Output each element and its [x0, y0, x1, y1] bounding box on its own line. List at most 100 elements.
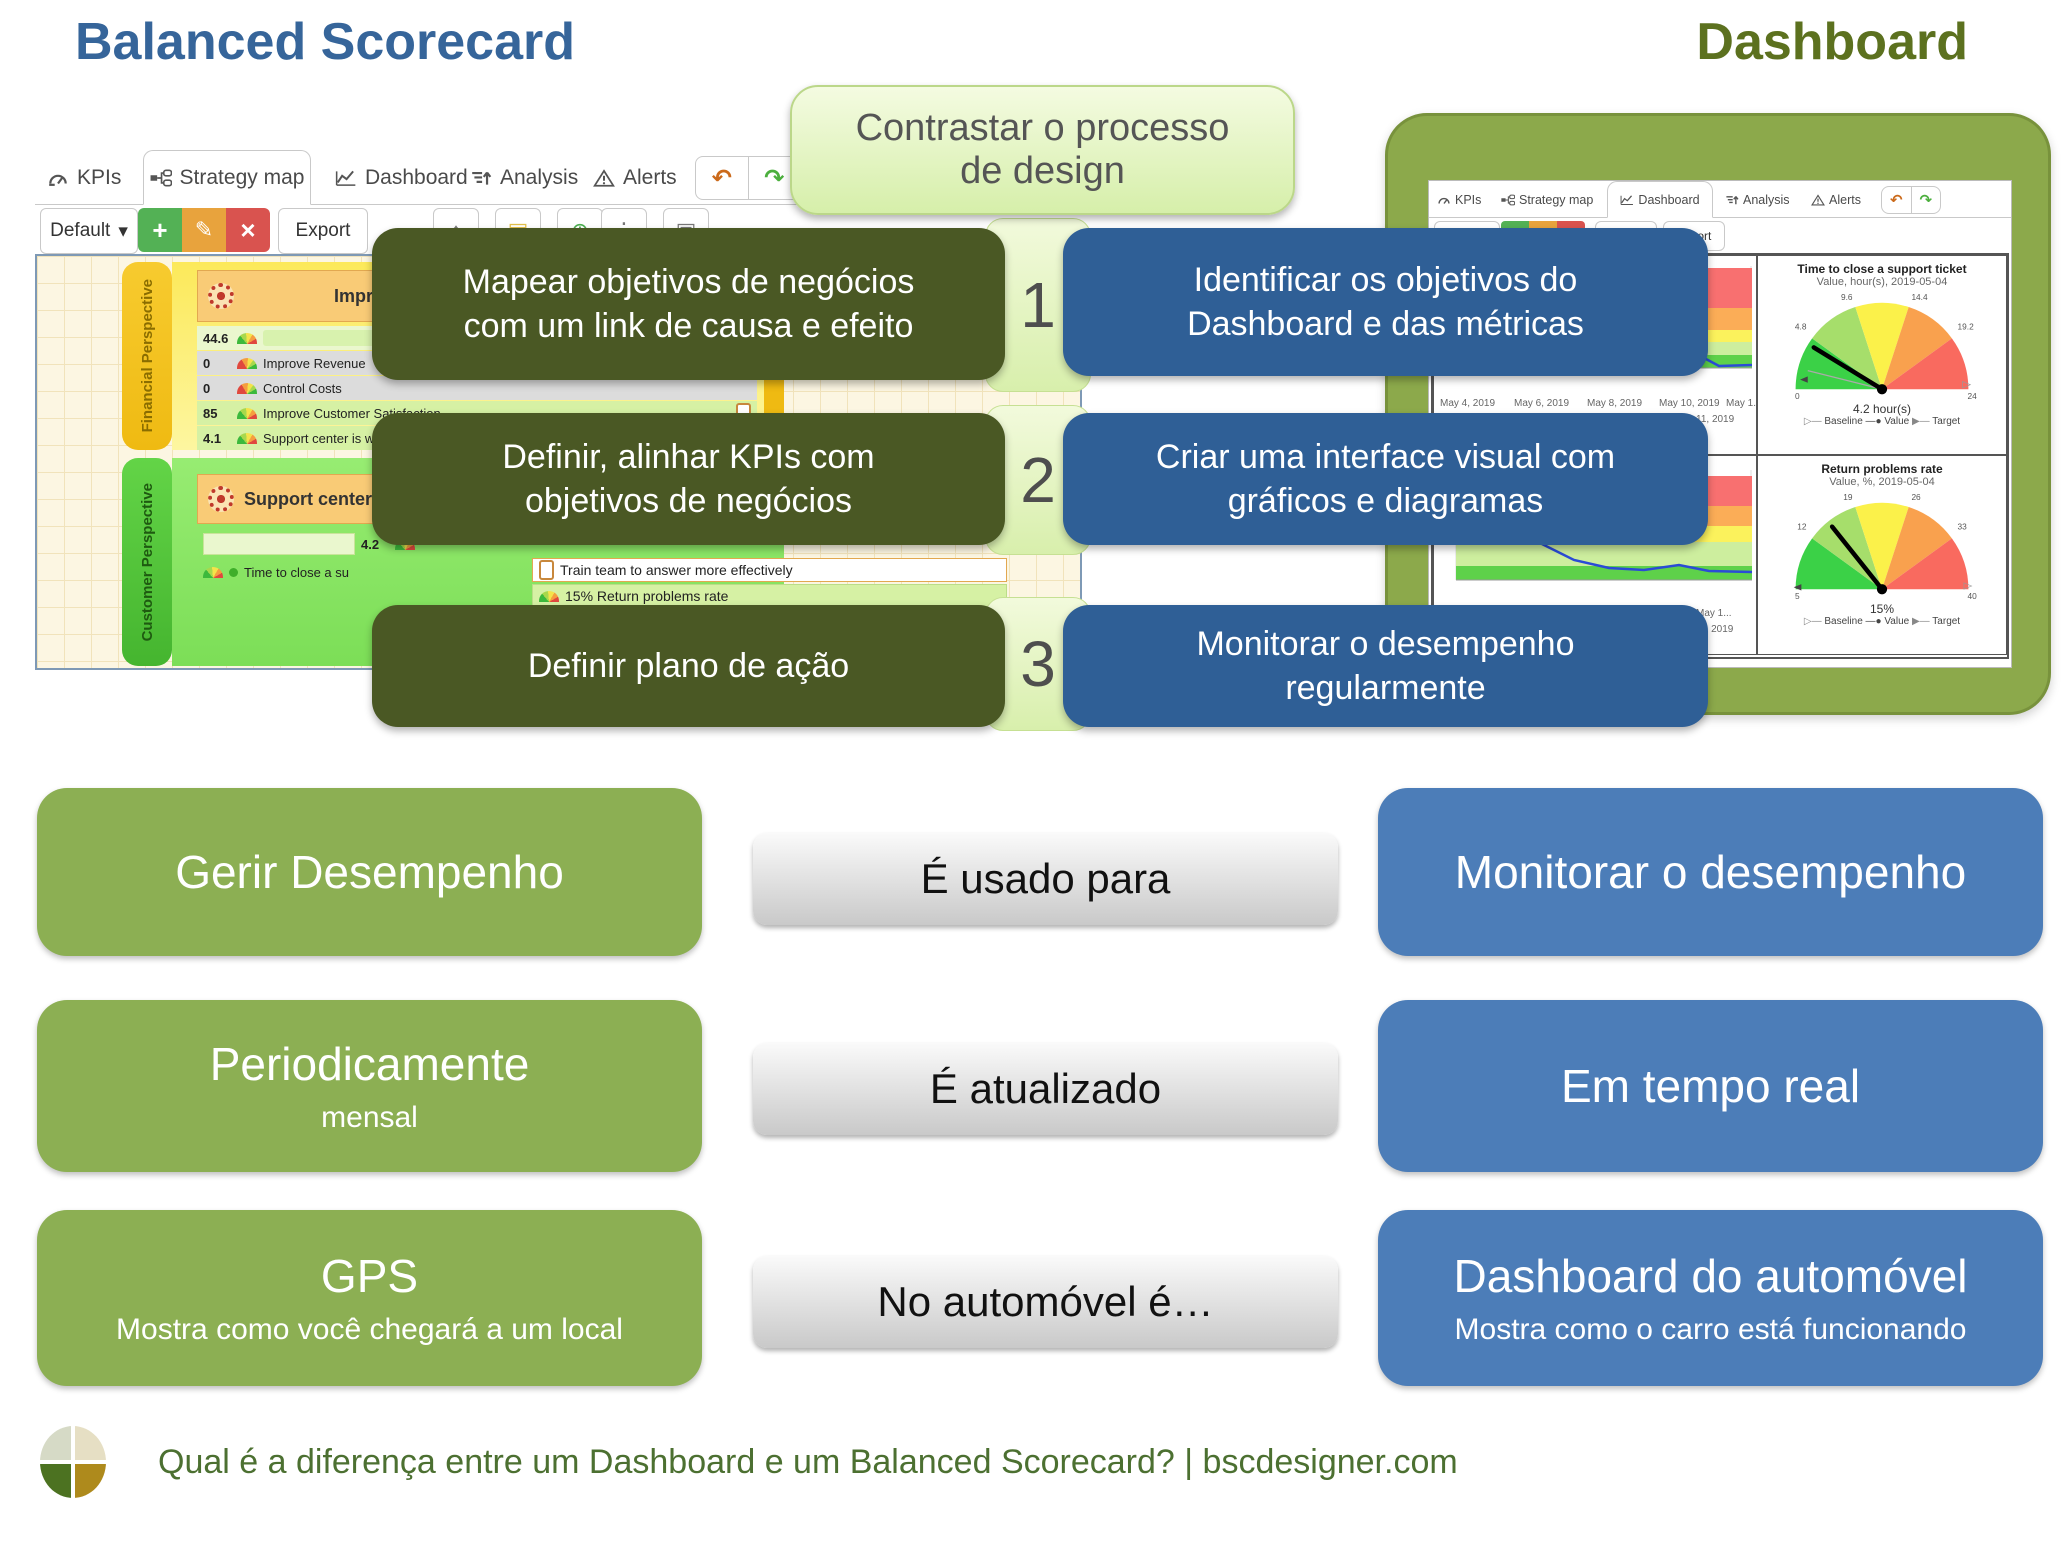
- gauge-needle: [1811, 345, 1885, 392]
- gauge-needle: [1829, 524, 1885, 592]
- add-button[interactable]: +: [138, 208, 182, 252]
- x-tick: May 1...: [1726, 398, 1757, 409]
- tab-alerts[interactable]: Alerts: [1811, 189, 1861, 211]
- step-number: 2: [1020, 444, 1056, 516]
- svg-text:5: 5: [1795, 591, 1800, 601]
- export-button[interactable]: Export: [278, 208, 368, 254]
- baseline-marker-icon: ▷—: [1803, 616, 1822, 627]
- dash-step-1: Identificar os objetivos do Dashboard e …: [1063, 228, 1708, 376]
- gauge-subtitle: Value, %, 2019-05-04: [1829, 476, 1935, 488]
- tab-dashboard[interactable]: Dashboard: [335, 160, 468, 196]
- dash-compare-card: Monitorar o desempenho: [1378, 788, 2043, 956]
- gauge-1-plot: 0 4.8 9.6 14.4 19.2 24: [1795, 292, 1977, 401]
- gauge-legend: ▷— Baseline —● Value ▶— Target: [1803, 416, 1961, 427]
- target-marker-icon: ▶—: [1911, 416, 1930, 427]
- gauge-icon: [49, 174, 67, 186]
- step-number: 3: [1020, 628, 1056, 700]
- process-header-box: Contrastar o processo de design: [790, 85, 1295, 215]
- tab-kpis[interactable]: KPIs: [1437, 189, 1481, 211]
- redo-button[interactable]: ↷: [1919, 192, 1933, 209]
- line-chart-icon: [335, 170, 356, 186]
- svg-text:40: 40: [1967, 591, 1977, 601]
- mini-gauge-icon: [237, 332, 257, 344]
- tab-strategy-map[interactable]: Strategy map: [1501, 189, 1593, 211]
- bsc-tab-bar: KPIs Strategy map Dashboard Analysis Ale…: [35, 150, 1082, 205]
- mini-gauge-icon: [237, 432, 257, 444]
- status-dot: [229, 567, 238, 577]
- target-marker: [1963, 582, 1973, 590]
- edit-button[interactable]: ✎: [182, 208, 226, 252]
- bsc-step-1: Mapear objetivos de negócios com um link…: [372, 228, 1005, 380]
- alert-triangle-icon: [1811, 194, 1825, 206]
- svg-text:33: 33: [1958, 522, 1968, 532]
- strategy-map-icon: [1501, 194, 1515, 206]
- tab-kpis[interactable]: KPIs: [47, 160, 121, 196]
- gauge-title: Time to close a support ticket: [1797, 262, 1967, 276]
- kpi-row[interactable]: 0 Control Costs: [197, 376, 757, 400]
- mini-gauge-icon: [203, 566, 223, 578]
- x-tick: May 6, 2019: [1514, 398, 1570, 409]
- tab-alerts[interactable]: Alerts: [593, 160, 677, 196]
- svg-text:19: 19: [1843, 492, 1853, 502]
- initiative-row[interactable]: Train team to answer more effectively: [532, 558, 1007, 582]
- tab-analysis[interactable]: Analysis: [470, 160, 578, 196]
- svg-text:9.6: 9.6: [1841, 292, 1853, 302]
- undo-button[interactable]: ↶: [1882, 187, 1912, 213]
- tab-analysis[interactable]: Analysis: [1725, 189, 1790, 211]
- gauge-chart-1: Time to close a support ticket Value, ho…: [1757, 255, 2007, 455]
- line-chart-icon: [1620, 194, 1634, 205]
- svg-text:14.4: 14.4: [1911, 292, 1928, 302]
- bscdesigner-logo: [40, 1426, 106, 1498]
- logo-quadrant: [40, 1464, 71, 1498]
- analysis-icon: [1726, 196, 1739, 205]
- svg-text:19.2: 19.2: [1958, 322, 1975, 332]
- logo-quadrant: [40, 1426, 71, 1460]
- bsc-compare-card: GPS Mostra como você chegará a um local: [37, 1210, 702, 1386]
- dash-step-2: Criar uma interface visual com gráficos …: [1063, 413, 1708, 545]
- logo-quadrant: [75, 1426, 106, 1460]
- undo-redo-group: ↶ ↷: [1881, 186, 1941, 214]
- customer-kpi-label-row[interactable]: Time to close a su: [197, 560, 617, 584]
- baseline-marker: [1800, 376, 1808, 383]
- gauge-subtitle: Value, hour(s), 2019-05-04: [1816, 276, 1948, 288]
- tab-strategy-map[interactable]: Strategy map: [143, 150, 311, 205]
- default-dropdown[interactable]: Default▾: [40, 208, 138, 254]
- target-marker-icon: ▶—: [1911, 616, 1930, 627]
- undo-button[interactable]: ↶: [696, 157, 749, 199]
- redo-button[interactable]: ↷: [764, 164, 785, 192]
- gauge-icon: [1438, 197, 1450, 204]
- gear-icon: [208, 486, 234, 512]
- mini-gauge-icon: [237, 407, 257, 419]
- compare-label-card: É atualizado: [753, 1043, 1338, 1135]
- initiative-icon: [539, 560, 554, 580]
- analysis-icon: [472, 171, 492, 185]
- tab-dashboard[interactable]: Dashboard: [1607, 181, 1713, 218]
- step-number: 1: [1020, 269, 1056, 341]
- value-marker-icon: —●: [1865, 416, 1882, 427]
- dash-compare-card: Em tempo real: [1378, 1000, 2043, 1172]
- x-tick: May 1...: [1696, 608, 1732, 619]
- svg-text:4.8: 4.8: [1795, 322, 1807, 332]
- gauge-value: 4.2 hour(s): [1852, 402, 1912, 416]
- delete-button[interactable]: ×: [226, 208, 270, 252]
- svg-text:0: 0: [1795, 391, 1800, 401]
- compare-label-card: É usado para: [753, 833, 1338, 925]
- undo-redo-group: ↶ ↷: [695, 156, 801, 200]
- dash-step-3: Monitorar o desempenho regularmente: [1063, 605, 1708, 727]
- return-kpi-row[interactable]: 15% Return problems rate: [532, 584, 1007, 608]
- mini-gauge-icon: [539, 590, 559, 602]
- customer-perspective-band: Customer Perspective: [122, 458, 172, 666]
- baseline-marker-icon: ▷—: [1803, 416, 1822, 427]
- footer-caption: Qual é a diferença entre um Dashboard e …: [158, 1443, 1458, 1481]
- title-balanced-scorecard: Balanced Scorecard: [75, 13, 576, 71]
- mini-gauge-icon: [237, 382, 257, 394]
- gauge-2-plot: 5 12 19 26 33 40: [1793, 492, 1977, 601]
- mini-gauge-icon: [237, 357, 257, 369]
- svg-text:26: 26: [1911, 492, 1921, 502]
- value-marker-icon: —●: [1865, 616, 1882, 627]
- x-tick-2: 1, 2019: [1700, 624, 1734, 635]
- alert-triangle-icon: [593, 169, 615, 187]
- dash-tab-bar: KPIs Strategy map Dashboard Analysis Ale…: [1429, 181, 2011, 218]
- gear-icon: [208, 283, 234, 309]
